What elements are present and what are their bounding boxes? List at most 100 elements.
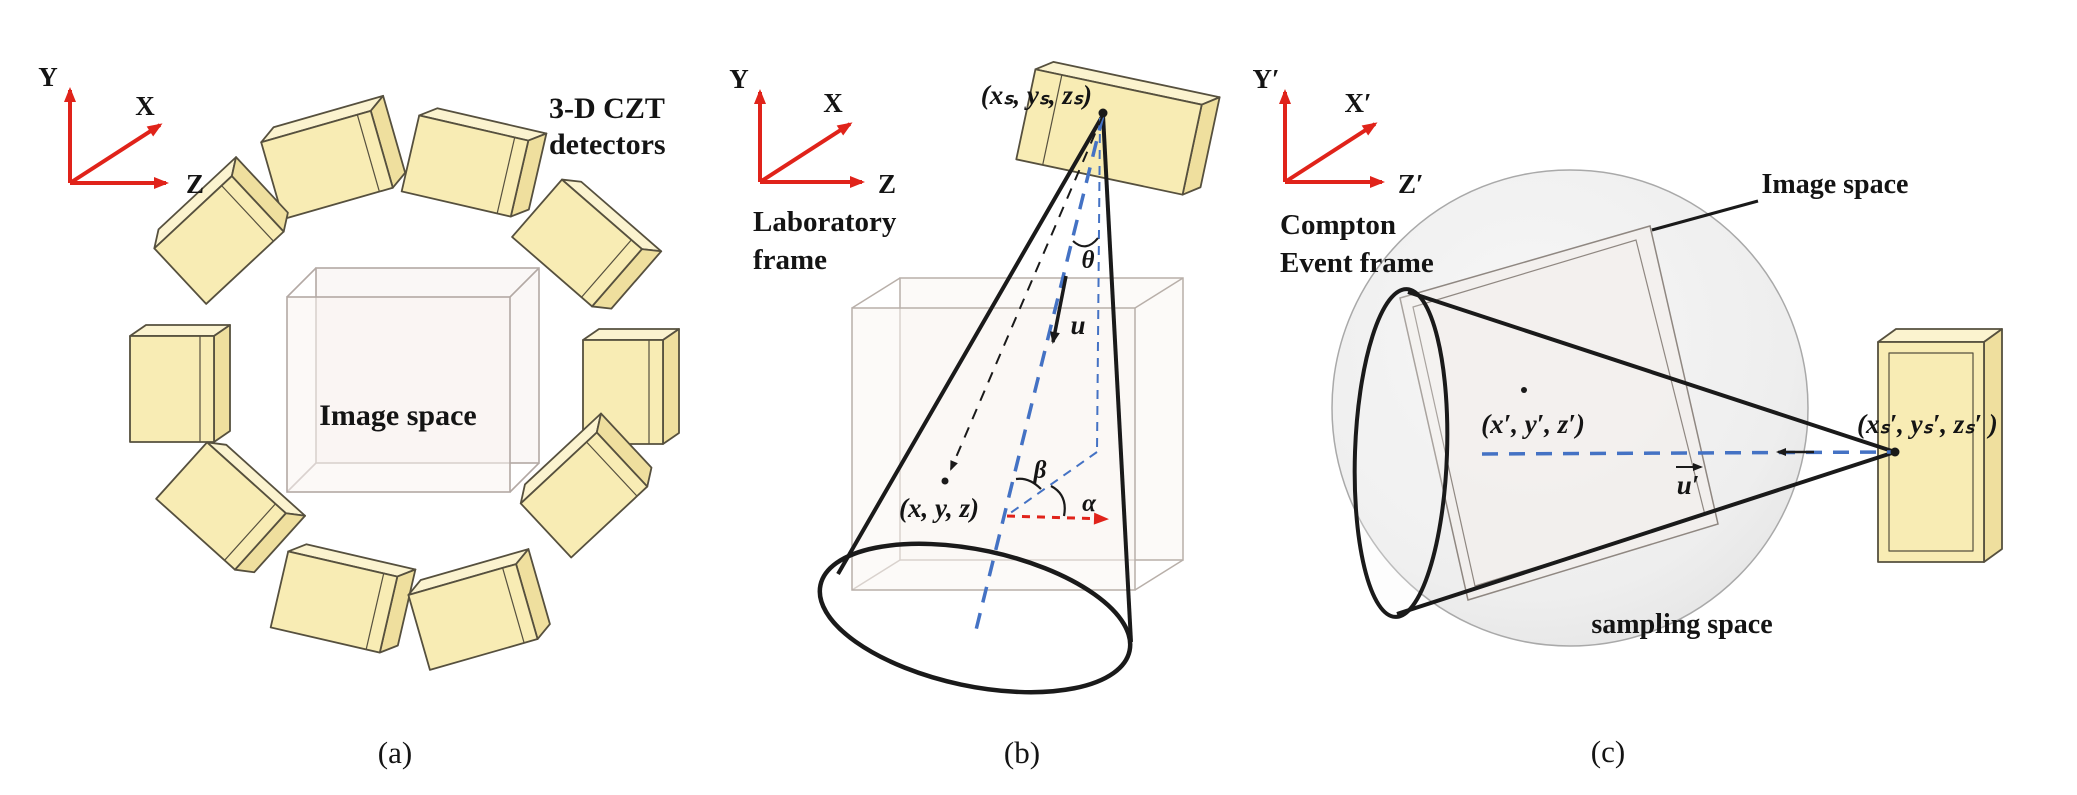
detector-front-face <box>260 109 394 221</box>
cube-edge <box>851 277 901 309</box>
detector-front-face <box>153 175 285 305</box>
cone-edge-left-b <box>836 114 1105 575</box>
detector-front-face <box>129 335 215 443</box>
image-space-label-c: Image space <box>1762 169 1909 200</box>
detector-box <box>129 324 231 443</box>
axis-label-z: Z′ <box>1398 169 1424 199</box>
frame-label-line1: Compton <box>1280 209 1396 241</box>
cone-edge-right-b <box>1101 114 1133 643</box>
caption-b: (b) <box>1004 735 1040 770</box>
detectors-label-line1: 3-D CZT <box>549 92 665 125</box>
alpha-label: α <box>1082 490 1097 517</box>
u-vector-arrow <box>1050 275 1068 344</box>
detector-box <box>155 441 306 574</box>
detector-seam <box>581 239 632 298</box>
detector-front-face <box>511 178 643 308</box>
panel-a: Y X Z 3-D CZT detectors Image space (a) <box>38 62 680 770</box>
detector-box <box>269 543 417 654</box>
detector-side-face <box>662 328 680 445</box>
detector-seam <box>356 114 380 192</box>
detector-seam <box>221 185 274 242</box>
cone-axis-dashed-c <box>1481 450 1892 456</box>
detector-front-face <box>1015 68 1203 196</box>
image-space-cube-a <box>286 267 540 493</box>
detector-seam <box>496 137 516 214</box>
image-space-label-a: Image space <box>319 399 476 432</box>
detector-box-c <box>1877 328 2003 563</box>
detector-box <box>260 94 407 221</box>
image-space-pointer-line <box>1651 199 1759 232</box>
axes-b <box>754 89 865 188</box>
detector-front-face <box>269 550 399 654</box>
cube-edge <box>509 462 540 493</box>
source-coords-label-b: (xₛ, yₛ, zₛ) <box>981 80 1092 110</box>
projection-segment-dashed <box>1008 451 1098 515</box>
point-coords-label-b: (x, y, z) <box>899 493 979 523</box>
point-dot-b <box>941 477 949 485</box>
detector-front-face <box>155 441 287 571</box>
axis-label-x: X <box>823 88 843 118</box>
ray-to-point-dashed <box>950 114 1104 471</box>
detectors-label-line2: detectors <box>549 128 666 161</box>
detector-front-face <box>400 114 530 218</box>
axis-label-x: X <box>135 91 155 121</box>
detector-side-face <box>213 324 231 443</box>
detector-box <box>407 548 551 671</box>
detector-seam <box>224 503 276 561</box>
u-label-b: u <box>1070 310 1085 340</box>
x-axis-arrow <box>68 123 163 185</box>
panel-b: Y X Z Laboratory frame (xₛ, yₛ, zₛ) θ u … <box>729 60 1221 770</box>
z-reference-dashed-arrow <box>1006 512 1109 525</box>
detector-top-face <box>1877 328 2003 343</box>
cube-edge <box>286 267 317 298</box>
sampling-space-label: sampling space <box>1591 609 1772 640</box>
point-coords-label-c: (x′, y′, z′) <box>1481 409 1585 439</box>
x-axis-arrow <box>758 122 853 184</box>
cube-front-face <box>286 296 511 493</box>
detector-box <box>519 412 653 559</box>
detector-seam <box>365 573 385 650</box>
cone-edge-bottom-c <box>1396 450 1896 616</box>
vertical-projection-dashed <box>1096 117 1101 453</box>
frame-label-line1: Laboratory <box>753 206 897 238</box>
detector-seam <box>586 441 638 497</box>
cone-base-ellipse-c <box>1352 287 1450 619</box>
axis-label-z: Z <box>186 169 204 199</box>
x-axis-arrow <box>1283 122 1378 184</box>
detector-box <box>153 156 289 305</box>
scatter-position-dot-b <box>1098 108 1108 118</box>
cube-edge <box>1134 559 1184 591</box>
cone-base-ellipse-b <box>817 541 1133 695</box>
detector-box-b <box>1015 60 1221 196</box>
detector-side-face <box>1983 328 2003 563</box>
axis-label-z: Z <box>878 169 896 199</box>
detector-box <box>511 178 663 310</box>
scatter-position-dot-c <box>1890 447 1900 457</box>
alpha-angle-arc <box>1050 485 1066 517</box>
caption-a: (a) <box>378 735 412 770</box>
beta-label: β <box>1033 457 1047 484</box>
cone-edge-top-c <box>1407 290 1896 454</box>
u-prime-label: u′ <box>1677 470 1700 500</box>
point-dot-c <box>1521 387 1527 393</box>
source-coords-label-c: (xₛ′, yₛ′, zₛ′ ) <box>1857 409 1998 439</box>
cube-front-face <box>851 307 1136 591</box>
axes-a <box>64 87 169 189</box>
axis-label-y: Y <box>38 62 58 92</box>
caption-c: (c) <box>1591 734 1625 769</box>
axis-label-y: Y′ <box>1252 64 1279 94</box>
cube-edge <box>1134 277 1184 309</box>
panel-c: Y′ X′ Z′ Compton Event frame Image space… <box>1252 64 2003 769</box>
axes-c <box>1279 89 1385 188</box>
theta-angle-arc <box>1072 237 1099 248</box>
detector-front-face <box>519 431 649 559</box>
cube-edge <box>509 267 540 298</box>
theta-label: θ <box>1082 247 1095 274</box>
axis-label-y: Y <box>729 64 749 94</box>
beta-angle-arc <box>1015 477 1042 490</box>
detector-seam <box>502 567 525 644</box>
detector-box <box>400 107 548 218</box>
detector-ring <box>129 94 680 671</box>
